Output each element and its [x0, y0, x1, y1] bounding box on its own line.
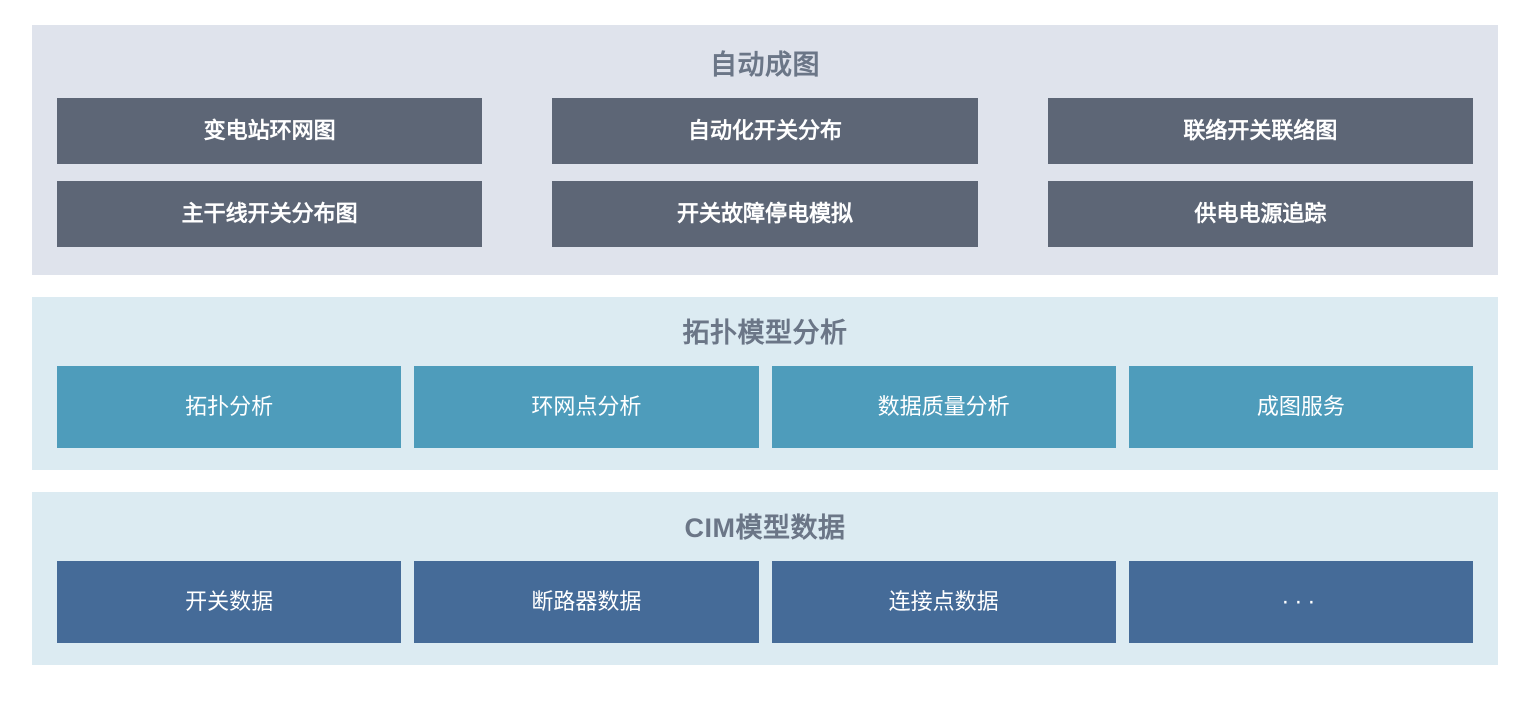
- tile-mapping-service[interactable]: 成图服务: [1128, 366, 1473, 448]
- tile-switch-data[interactable]: 开关数据: [57, 561, 402, 643]
- tile-ring-network-point-analysis[interactable]: 环网点分析: [414, 366, 759, 448]
- tile-connectivity-node-data[interactable]: 连接点数据: [771, 561, 1116, 643]
- tile-row: 变电站环网图 自动化开关分布 联络开关联络图: [57, 98, 1473, 164]
- tile-more-data[interactable]: ···: [1128, 561, 1473, 643]
- section-cim-model-data: CIM模型数据 开关数据 断路器数据 连接点数据 ···: [32, 492, 1498, 665]
- tile-circuit-breaker-data[interactable]: 断路器数据: [414, 561, 759, 643]
- tile-row: 拓扑分析 环网点分析 数据质量分析 成图服务: [57, 366, 1473, 448]
- tile-trunk-line-switch-distribution-diagram[interactable]: 主干线开关分布图: [57, 181, 483, 247]
- section-title-auto-mapping: 自动成图: [710, 50, 820, 80]
- tile-row: 主干线开关分布图 开关故障停电模拟 供电电源追踪: [57, 181, 1473, 247]
- section-topology-model-analysis: 拓扑模型分析 拓扑分析 环网点分析 数据质量分析 成图服务: [32, 297, 1498, 470]
- tile-row: 开关数据 断路器数据 连接点数据 ···: [57, 561, 1473, 643]
- tile-topology-analysis[interactable]: 拓扑分析: [57, 366, 402, 448]
- section-title-cim-model-data: CIM模型数据: [684, 513, 846, 543]
- tile-tie-switch-connection-diagram[interactable]: 联络开关联络图: [1047, 98, 1473, 164]
- section-title-topology-model-analysis: 拓扑模型分析: [682, 318, 848, 348]
- tile-rows-topology-model-analysis: 拓扑分析 环网点分析 数据质量分析 成图服务: [57, 366, 1473, 448]
- tile-automation-switch-distribution[interactable]: 自动化开关分布: [552, 98, 978, 164]
- section-auto-mapping: 自动成图 变电站环网图 自动化开关分布 联络开关联络图 主干线开关分布图 开关故…: [32, 25, 1498, 275]
- tile-rows-cim-model-data: 开关数据 断路器数据 连接点数据 ···: [57, 561, 1473, 643]
- tile-switch-fault-outage-simulation[interactable]: 开关故障停电模拟: [552, 181, 978, 247]
- tile-substation-ring-network-diagram[interactable]: 变电站环网图: [57, 98, 483, 164]
- tile-data-quality-analysis[interactable]: 数据质量分析: [771, 366, 1116, 448]
- tile-power-supply-source-tracing[interactable]: 供电电源追踪: [1047, 181, 1473, 247]
- tile-rows-auto-mapping: 变电站环网图 自动化开关分布 联络开关联络图 主干线开关分布图 开关故障停电模拟…: [57, 98, 1473, 247]
